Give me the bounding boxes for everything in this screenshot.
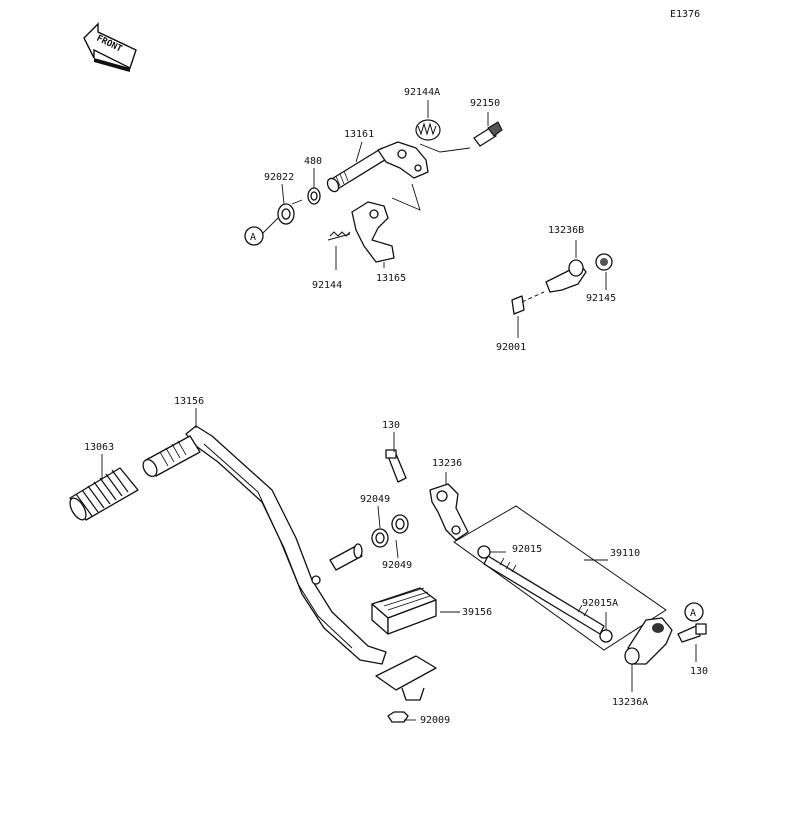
reference-mark-lower: A [690,608,696,619]
part-label-92009: 92009 [420,715,450,726]
part-label-13161: 13161 [344,129,374,140]
part-label-130-top: 130 [382,420,400,431]
part-label-92015: 92015 [512,544,542,555]
part-label-13063: 13063 [84,442,114,453]
shift-shaft-assembly: A [244,100,503,270]
part-label-130-right: 130 [690,666,708,677]
front-arrow-icon: FRONT [83,22,137,72]
part-label-92049-lower: 92049 [382,560,412,571]
part-label-13236: 13236 [432,458,462,469]
part-label-92144: 92144 [312,280,342,291]
part-label-13236B: 13236B [548,225,584,236]
part-label-92015A: 92015A [582,598,618,609]
part-label-480: 480 [304,156,322,167]
shift-lever-arm-assembly [511,240,613,338]
part-label-92144A: 92144A [404,87,440,98]
part-label-13165: 13165 [376,273,406,284]
part-label-92001: 92001 [496,342,526,353]
part-label-39156: 39156 [462,607,492,618]
shift-pedal-assembly: A [69,408,707,723]
part-label-92150: 92150 [470,98,500,109]
part-labels: 92144A 92150 13161 480 92022 13236B 9214… [84,87,708,726]
part-label-92049-upper: 92049 [360,494,390,505]
reference-mark-upper: A [250,232,256,243]
part-label-92022: 92022 [264,172,294,183]
part-label-13236A: 13236A [612,697,648,708]
part-label-92145: 92145 [586,293,616,304]
part-label-39110: 39110 [610,548,640,559]
part-label-13156: 13156 [174,396,204,407]
drawing-code: E1376 [670,9,700,20]
